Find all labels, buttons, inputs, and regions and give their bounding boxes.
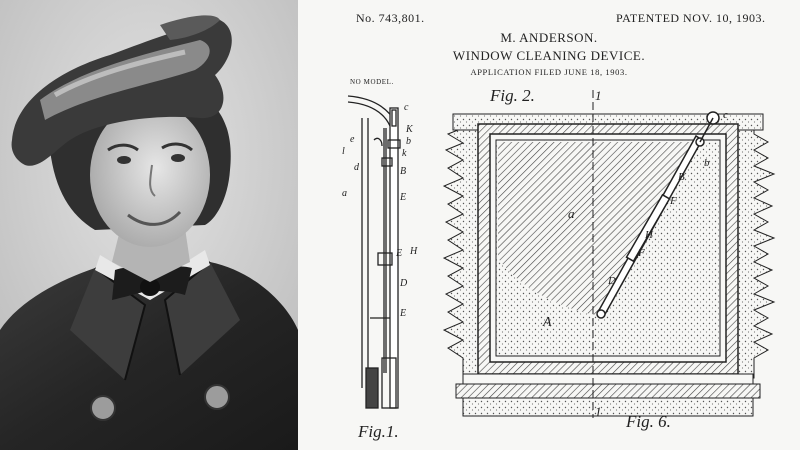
fig1-letter-d: d bbox=[354, 162, 360, 173]
fig1-letter-K: K bbox=[405, 124, 414, 135]
fig1-letter-e: e bbox=[350, 134, 355, 145]
fig1-side-view: c K b e k l d a B E H E D E bbox=[342, 95, 418, 409]
patent-date: PATENTED NOV. 10, 1903. bbox=[616, 11, 766, 25]
fig1-letter-k: k bbox=[402, 148, 407, 159]
fig6-letter-B: B bbox=[678, 171, 685, 183]
fig1-letter-H: H bbox=[409, 246, 418, 257]
fig1-letter-c: c bbox=[404, 102, 409, 113]
inventor-name: M. ANDERSON. bbox=[500, 30, 598, 45]
fig6-window-front-view: 1 1 a A B b c F H F D bbox=[442, 88, 776, 419]
fig1-letter-l: l bbox=[342, 146, 345, 157]
fig2-label: Fig. 2. bbox=[490, 86, 535, 105]
fig6-section-mark-bottom: 1 bbox=[595, 404, 602, 419]
fig6-letter-D: D bbox=[607, 275, 616, 287]
fig6-letter-F2: F bbox=[637, 247, 645, 259]
fig6-letter-b: b bbox=[704, 157, 710, 169]
patent-number: No. 743,801. bbox=[356, 11, 425, 25]
fig6-section-mark-top: 1 bbox=[595, 88, 602, 103]
fig1-label: Fig.1. bbox=[358, 422, 399, 441]
fig1-letter-D: D bbox=[399, 278, 408, 289]
fig6-letter-c: c bbox=[723, 109, 728, 121]
fig6-letter-a: a bbox=[568, 206, 575, 221]
fig6-letter-A: A bbox=[542, 315, 552, 330]
application-filed-date: APPLICATION FILED JUNE 18, 1903. bbox=[470, 67, 628, 77]
fig1-letter-E1: E bbox=[399, 192, 406, 203]
portrait-illustration bbox=[0, 0, 298, 450]
fig6-letter-H: H bbox=[644, 229, 654, 241]
fig1-letter-a: a bbox=[342, 188, 347, 199]
fig6-label: Fig. 6. bbox=[626, 412, 671, 431]
fig1-letter-b: b bbox=[406, 136, 411, 147]
fig6-letter-F1: F bbox=[669, 195, 677, 207]
fig1-letter-E3: E bbox=[399, 308, 406, 319]
patent-drawing-sheet: No. 743,801. PATENTED NOV. 10, 1903. M. … bbox=[298, 0, 800, 450]
portrait-photo bbox=[0, 0, 298, 450]
fig1-letter-B: B bbox=[400, 166, 406, 177]
no-model-note: NO MODEL. bbox=[350, 78, 394, 86]
patent-title: WINDOW CLEANING DEVICE. bbox=[452, 48, 646, 63]
fig1-letter-E2: E bbox=[395, 248, 402, 259]
